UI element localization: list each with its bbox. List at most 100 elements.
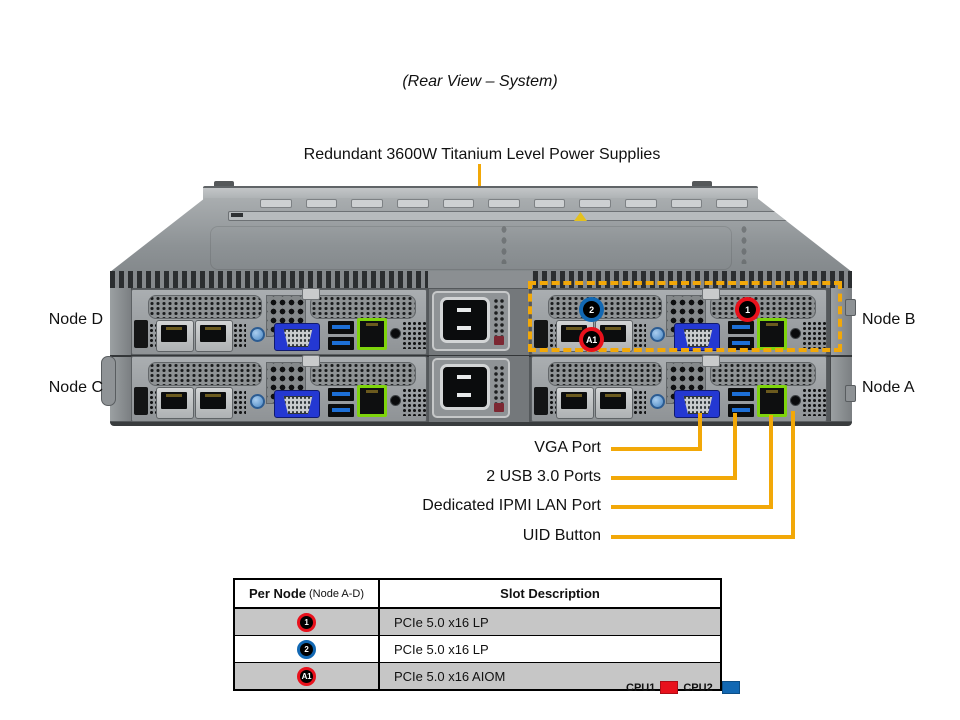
uid-leader-line [791,411,795,539]
pcie-slot-grille [148,362,262,386]
vent-dots [549,390,559,414]
cpu-legend: CPU1 CPU2 [626,681,740,694]
cpu2-legend-label: CPU2 [683,681,713,694]
uid-button [790,328,801,339]
vent-dots [802,388,826,416]
vga-port [274,390,320,418]
vga-port [674,323,720,351]
node-latch [302,288,320,300]
lan-port [595,387,633,419]
cpu1-color-swatch [660,681,679,694]
psu-frame [432,358,510,418]
lan-port [156,387,194,419]
io-slot [534,320,548,348]
lan-port [556,387,594,419]
lid-vent-row [260,199,749,208]
psu-label: Redundant 3600W Titanium Level Power Sup… [303,146,661,163]
uid-button-label: UID Button [522,527,601,544]
chassis-latch-tab [845,299,856,316]
lid-vent-slot [488,199,520,208]
node-d-label: Node D [48,311,103,328]
node-latch [702,355,720,367]
ipmi-lan-port [357,318,387,350]
lan-port [156,320,194,352]
lid-vent-slot [625,199,657,208]
vent-dots [233,323,246,347]
vent-dots [549,323,559,347]
chassis-latch-tab [845,385,856,402]
lid-vent-slot [260,199,292,208]
lid-vent-slot [396,199,429,208]
pcie-slot-grille [310,295,416,319]
usb-3-ports [328,388,354,418]
pcie-slot-grille [710,295,816,319]
vent-dots [633,390,646,414]
slot-badge: 2 [297,639,316,659]
pcie-slot-grille [548,295,662,319]
lid-vent-slot [442,199,475,208]
psu-ac-inlet [440,297,490,343]
thumbscrew [250,394,265,409]
psu-vent-dots [493,365,505,403]
usb-3-ports [728,388,754,418]
ipmi-lan-port [357,385,387,417]
pcie-slot-grille [710,362,816,386]
node-a-faceplate [531,355,827,422]
uid-button [390,328,401,339]
usb-3-ports [328,321,354,351]
io-slot [134,387,148,415]
slot-description-cell: PCIe 5.0 x16 LP [394,614,489,630]
vga-leader-line [611,447,702,451]
node-latch [302,355,320,367]
uid-button [390,395,401,406]
thumbscrew [650,327,665,342]
uid-button [790,395,801,406]
warning-sticker [574,212,587,221]
psu-vent-dots [493,298,505,336]
node-c-faceplate [131,355,427,422]
table-row: 1 PCIe 5.0 x16 LP [235,608,720,635]
node-d-faceplate [131,288,427,355]
pcie-slot-grille [148,295,262,319]
slot-a1-badge: A1 [579,327,604,352]
vent-dots [149,390,159,414]
vga-leader-line [698,413,702,451]
lan-port [195,387,233,419]
lid-vent-slot [305,199,338,208]
usb-leader-line [733,413,737,480]
lid-screw-holes [740,224,748,264]
lid-seam [228,211,828,221]
vent-dots [149,323,159,347]
power-supply-bottom [429,356,529,422]
node-a-label: Node A [862,379,915,396]
vent-dots [802,321,826,349]
ipmi-lan-port [757,385,787,417]
slot-table: Per Node (Node A-D) Slot Description 1 P… [233,578,722,691]
usb-ports-label: 2 USB 3.0 Ports [486,468,601,485]
thumbscrew [250,327,265,342]
power-supply-top [429,289,529,355]
slot-1-badge: 1 [735,297,760,322]
slot-2-badge: 2 [579,297,604,322]
lid-vent-slot [533,199,566,208]
psu-ac-inlet [440,364,490,410]
chassis-top-edge [203,186,758,201]
thumbscrew [650,394,665,409]
node-latch [702,288,720,300]
per-node-header: Per Node (Node A-D) [235,580,380,607]
vga-port [274,323,320,351]
lid-vent-slot [670,199,703,208]
usb-3-ports [728,321,754,351]
chassis-top-tab [692,181,712,188]
io-slot [134,320,148,348]
vent-dots [233,390,246,414]
vent-dots [402,388,426,416]
pcie-slot-grille [310,362,416,386]
vga-port-label: VGA Port [534,439,601,456]
slot-table-header: Per Node (Node A-D) Slot Description [235,580,720,608]
node-b-label: Node B [862,311,916,328]
table-row: A1 PCIe 5.0 x16 AIOM [235,662,720,689]
lid-screw-holes [500,224,508,264]
slot-description-cell: PCIe 5.0 x16 LP [394,641,489,657]
